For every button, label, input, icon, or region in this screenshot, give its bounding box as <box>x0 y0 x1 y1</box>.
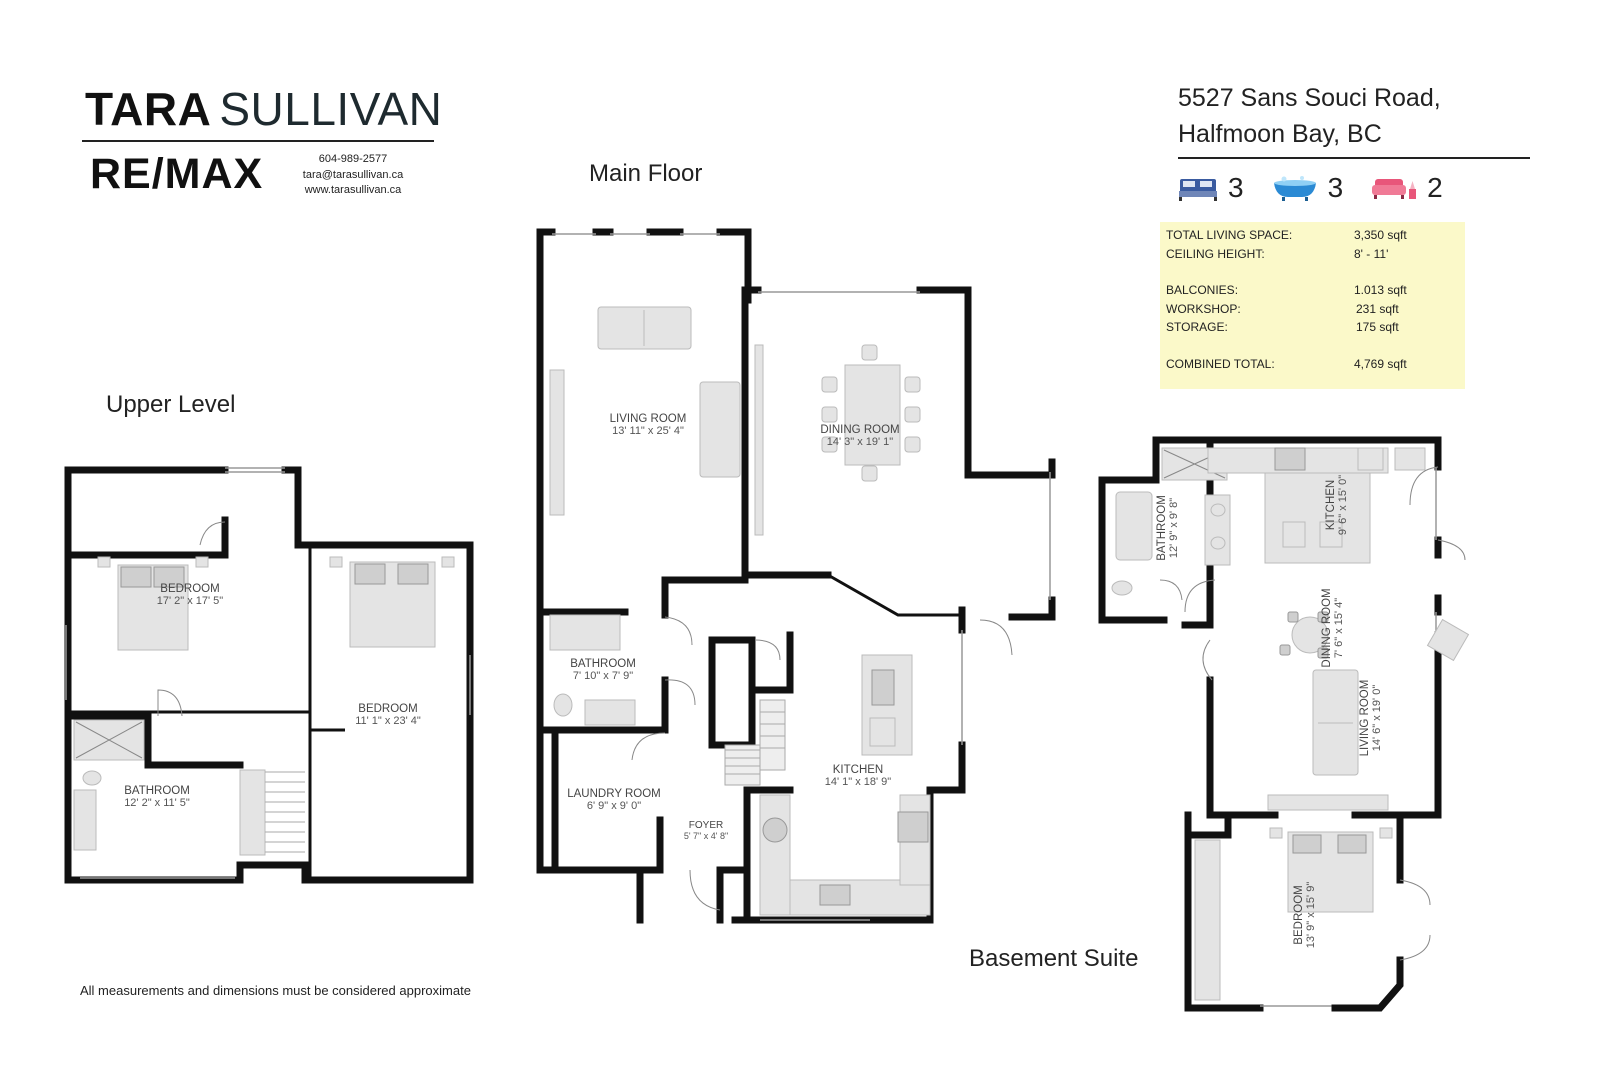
property-counts: 3 3 2 <box>1178 170 1461 206</box>
room-dims: 11' 1" x 23' 4" <box>355 715 421 727</box>
room-name: KITCHEN <box>833 764 883 776</box>
address-line-1: 5527 Sans Souci Road, <box>1178 84 1441 112</box>
room-dims: 7' 6" x 15' 4" <box>1333 598 1345 658</box>
contact-website: www.tarasullivan.ca <box>304 184 402 196</box>
bathroom-count: 3 <box>1327 172 1344 203</box>
room-dims: 6' 9" x 9' 0" <box>587 800 641 812</box>
address-line-2: Halfmoon Bay, BC <box>1178 120 1382 148</box>
room-name: LAUNDRY ROOM <box>567 788 661 800</box>
bed-icon <box>1179 179 1217 201</box>
stat-value: 175 sqft <box>1356 320 1399 334</box>
main-floor-title: Main Floor <box>589 160 703 187</box>
room-name: BATHROOM <box>1156 495 1168 561</box>
basement-suite-plan: BATHROOM 12' 9" x 9' 8" KITCHEN 9' 6" x … <box>1098 436 1470 1012</box>
room-dims: 12' 2" x 11' 5" <box>124 797 190 809</box>
room-name: BEDROOM <box>160 583 219 595</box>
agent-name-light: SULLIVAN <box>219 83 443 135</box>
bedroom-count-group: 3 <box>1178 172 1244 204</box>
room-dims: 17' 2" x 17' 5" <box>157 595 224 607</box>
stat-value: 4,769 sqft <box>1354 357 1407 371</box>
room-name: DINING ROOM <box>820 424 899 436</box>
bedroom-count: 3 <box>1228 172 1244 203</box>
contact-info: 604-989-2577 tara@tarasullivan.ca www.ta… <box>298 152 408 199</box>
room-name: BATHROOM <box>570 658 636 670</box>
bathtub-icon <box>1273 176 1316 201</box>
living-count-group: 2 <box>1371 172 1443 204</box>
room-dims: 14' 3" x 19' 1" <box>827 436 894 448</box>
room-dims: 14' 6" x 19' 0" <box>1371 685 1383 752</box>
room-name: BEDROOM <box>358 703 417 715</box>
main-floor-plan: LIVING ROOM 13' 11" x 25' 4" DINING ROOM… <box>536 228 1056 924</box>
room-name: BEDROOM <box>1293 885 1305 944</box>
room-name: FOYER <box>689 820 723 831</box>
stat-label: TOTAL LIVING SPACE: <box>1166 228 1293 242</box>
room-name: KITCHEN <box>1325 480 1337 530</box>
sofa-icon <box>1372 179 1417 199</box>
brand-divider <box>82 140 434 142</box>
upper-level-plan: BEDROOM 17' 2" x 17' 5" BEDROOM 11' 1" x… <box>64 466 474 884</box>
basement-suite-title: Basement Suite <box>969 945 1139 972</box>
room-dims: 7' 10" x 7' 9" <box>573 670 633 682</box>
upper-level-title: Upper Level <box>106 391 236 418</box>
property-address: 5527 Sans Souci Road, Halfmoon Bay, BC <box>1178 80 1441 152</box>
room-name: BATHROOM <box>124 785 190 797</box>
stat-label: WORKSHOP: <box>1166 302 1241 316</box>
room-dims: 9' 6" x 15' 0" <box>1337 475 1349 535</box>
room-dims: 12' 9" x 9' 8" <box>1168 498 1180 558</box>
bathroom-count-group: 3 <box>1272 172 1344 204</box>
brokerage-logo: RE/MAX <box>90 150 264 198</box>
room-dims: 5' 7" x 4' 8" <box>684 831 728 841</box>
stat-value: 231 sqft <box>1356 302 1399 316</box>
stat-label: STORAGE: <box>1166 320 1228 334</box>
room-name: LIVING ROOM <box>1359 680 1371 757</box>
contact-phone: 604-989-2577 <box>318 153 388 165</box>
stat-value: 8' - 11' <box>1354 247 1389 261</box>
room-name: DINING ROOM <box>1321 588 1333 667</box>
disclaimer: All measurements and dimensions must be … <box>80 983 471 998</box>
living-room-count: 2 <box>1427 172 1443 203</box>
agent-name-bold: TARA <box>85 83 212 135</box>
room-name: LIVING ROOM <box>610 413 687 425</box>
room-dims: 13' 11" x 25' 4" <box>612 425 684 437</box>
area-stats-panel: TOTAL LIVING SPACE: 3,350 sqft CEILING H… <box>1160 222 1465 389</box>
stat-value: 1.013 sqft <box>1354 283 1407 297</box>
address-divider <box>1178 157 1530 159</box>
stat-label: BALCONIES: <box>1166 283 1239 297</box>
room-dims: 14' 1" x 18' 9" <box>825 776 892 788</box>
stat-label: CEILING HEIGHT: <box>1166 247 1265 261</box>
room-dims: 13' 9" x 15' 9" <box>1305 882 1317 949</box>
stat-value: 3,350 sqft <box>1354 228 1407 242</box>
contact-email: tara@tarasullivan.ca <box>302 168 404 181</box>
stat-label: COMBINED TOTAL: <box>1166 357 1275 371</box>
